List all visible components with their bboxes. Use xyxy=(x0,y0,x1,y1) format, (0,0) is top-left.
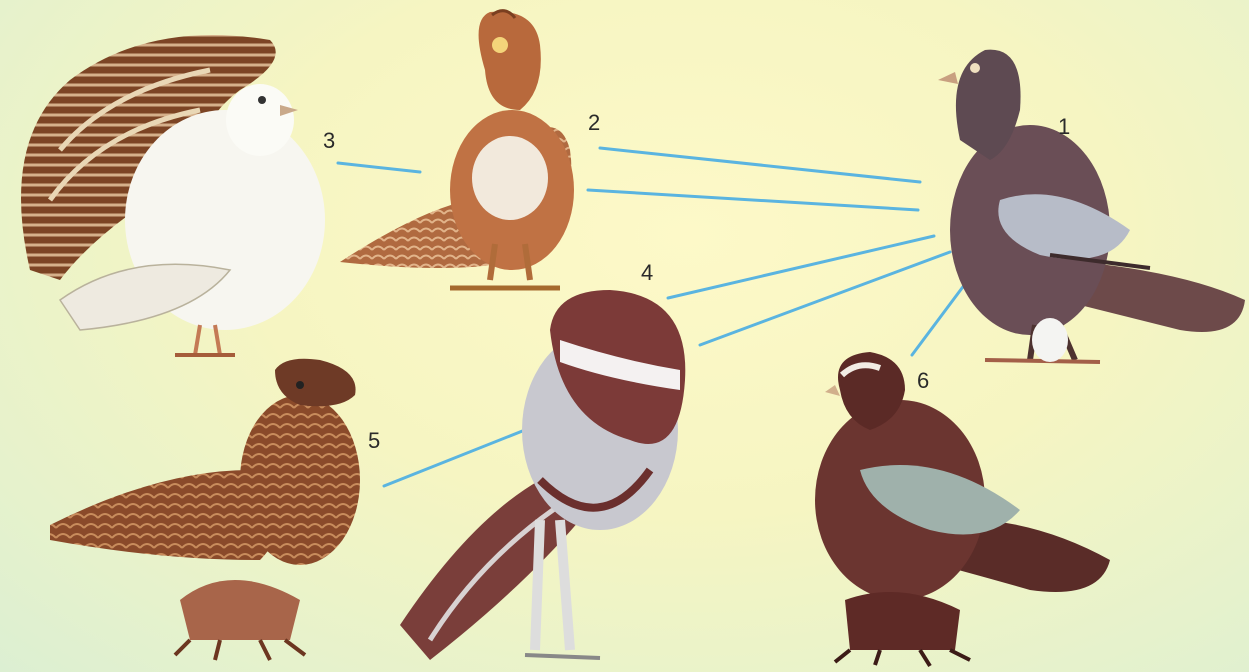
line-4-1-lower xyxy=(700,252,950,345)
line-2-1-lower xyxy=(588,190,918,210)
line-4-1-upper xyxy=(668,236,934,298)
label-3: 3 xyxy=(323,128,335,154)
label-6: 6 xyxy=(917,368,929,394)
line-2-1-upper xyxy=(600,148,920,182)
pigeon-fantail-icon xyxy=(21,35,325,355)
pigeon-rock-dove-icon xyxy=(938,50,1245,362)
line-5-4 xyxy=(384,422,545,486)
label-4: 4 xyxy=(641,260,653,286)
pigeon-upright-icon xyxy=(400,290,685,660)
label-1: 1 xyxy=(1058,114,1070,140)
line-3-2 xyxy=(338,163,420,172)
label-2: 2 xyxy=(588,110,600,136)
label-5: 5 xyxy=(368,428,380,454)
pigeon-pouter-icon xyxy=(340,11,574,288)
line-6-1 xyxy=(912,280,968,355)
pigeon-feather-footed-icon xyxy=(815,352,1110,666)
pigeon-frillback-icon xyxy=(50,359,360,660)
